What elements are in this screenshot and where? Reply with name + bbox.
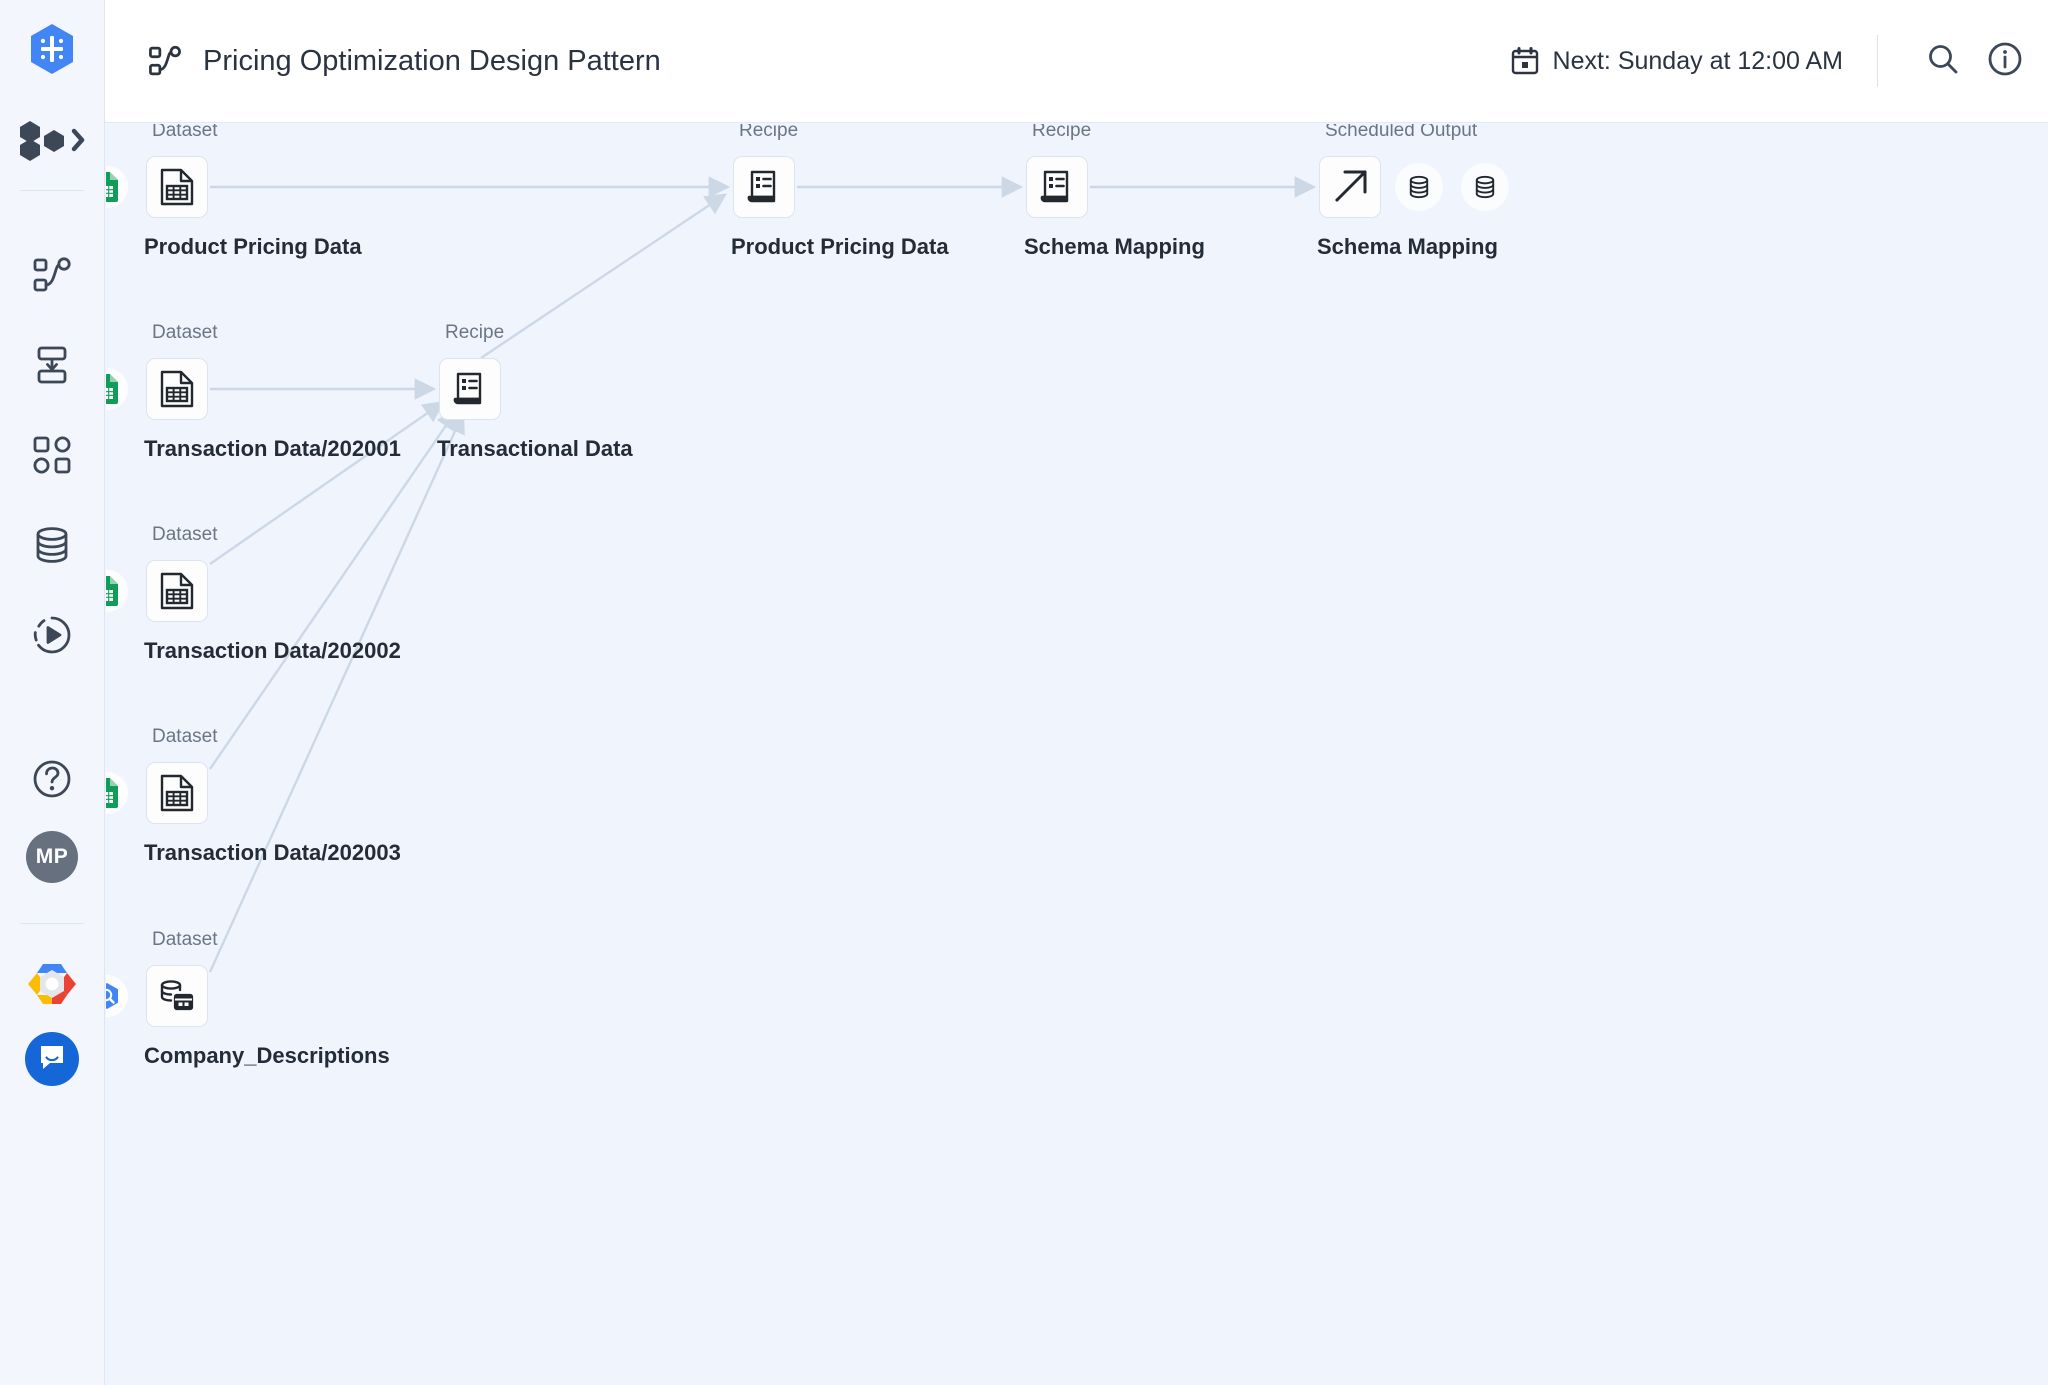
sidebar-item-pipeline-deploy[interactable] [26, 339, 78, 391]
google-sheets-icon [106, 772, 128, 814]
play-progress-icon [31, 614, 73, 656]
node-type-label: Dataset [152, 124, 218, 141]
node-type-label: Dataset [152, 929, 218, 950]
document-table-icon[interactable] [146, 762, 208, 824]
header-right-group: Next: Sunday at 12:00 AM [1510, 30, 2048, 92]
node-label: Transactional Data [437, 436, 633, 461]
document-table-icon[interactable] [146, 156, 208, 218]
rail-divider-top [20, 190, 84, 191]
deploy-stack-icon [31, 344, 73, 386]
pipeline-edges [208, 176, 1317, 973]
info-button[interactable] [1974, 30, 2036, 92]
google-sheets-icon [106, 570, 128, 612]
avatar-initials: MP [35, 845, 69, 868]
schedule-indicator[interactable]: Next: Sunday at 12:00 AM [1510, 46, 1843, 76]
support-chat-button[interactable] [25, 1032, 79, 1086]
node-transaction-data-202003-dataset[interactable]: Dataset Transactio [106, 726, 401, 865]
header-divider [1877, 35, 1878, 87]
node-label: Transaction Data/202003 [144, 840, 401, 865]
page-title: Pricing Optimization Design Pattern [203, 44, 661, 77]
google-sheets-icon [106, 368, 128, 410]
cloud-data-fusion-hexagon-logo-icon[interactable] [25, 22, 79, 76]
sidebar-item-help[interactable] [26, 753, 78, 805]
node-company-descriptions-dataset[interactable]: Dataset C [106, 929, 390, 1068]
header-left-group: Pricing Optimization Design Pattern [105, 43, 1510, 79]
pipeline-canvas[interactable]: Dataset Product Pr [106, 124, 2048, 1385]
rail-divider-bottom [20, 923, 84, 924]
recipe-list-icon[interactable] [1026, 156, 1088, 218]
document-table-icon[interactable] [146, 560, 208, 622]
calendar-icon [1510, 46, 1540, 76]
four-shapes-icon [31, 434, 73, 476]
search-icon [1925, 41, 1961, 82]
project-hexagons-icon[interactable] [16, 118, 88, 164]
node-label: Schema Mapping [1024, 234, 1205, 259]
google-sheets-icon [106, 166, 128, 208]
left-navigation-rail: MP [0, 0, 105, 1385]
node-label: Product Pricing Data [731, 234, 949, 259]
page-header: Pricing Optimization Design Pattern Next… [105, 0, 2048, 123]
sidebar-item-plugins[interactable] [26, 429, 78, 481]
document-table-icon[interactable] [146, 358, 208, 420]
node-transaction-data-202001-dataset[interactable]: Dataset Transactio [106, 322, 401, 461]
intercom-chat-icon [37, 1042, 67, 1077]
node-product-pricing-data-recipe[interactable]: Recipe Product Pricing Data [731, 124, 949, 259]
flow-graph-icon [147, 43, 183, 79]
google-cloud-hexagon-icon[interactable] [26, 958, 78, 1010]
recipe-list-icon[interactable] [439, 358, 501, 420]
node-type-label: Scheduled Output [1325, 124, 1478, 141]
sidebar-item-pipeline-studio[interactable] [26, 249, 78, 301]
schedule-text: Next: Sunday at 12:00 AM [1552, 46, 1843, 75]
database-cylinder-icon[interactable] [1461, 163, 1509, 211]
node-type-label: Dataset [152, 322, 218, 343]
node-product-pricing-data-dataset[interactable]: Dataset Product Pr [106, 124, 362, 259]
sidebar-item-datasets[interactable] [26, 519, 78, 571]
node-type-label: Recipe [739, 124, 799, 141]
node-label: Transaction Data/202002 [144, 638, 401, 663]
flow-graph-icon [31, 254, 73, 296]
info-circle-icon [1987, 41, 2023, 82]
node-label: Company_Descriptions [144, 1043, 390, 1068]
node-type-label: Recipe [445, 322, 505, 343]
database-cylinder-icon[interactable] [1395, 163, 1443, 211]
node-transaction-data-202002-dataset[interactable]: Dataset Transactio [106, 524, 401, 663]
node-schema-mapping-recipe[interactable]: Recipe Schema Mapping [1024, 124, 1205, 259]
bigquery-icon [106, 975, 128, 1017]
node-label: Product Pricing Data [144, 234, 362, 259]
recipe-list-icon[interactable] [733, 156, 795, 218]
node-label: Transaction Data/202001 [144, 436, 401, 461]
database-table-icon[interactable] [146, 965, 208, 1027]
node-type-label: Recipe [1032, 124, 1092, 141]
question-circle-icon [31, 758, 73, 800]
node-type-label: Dataset [152, 726, 218, 747]
sidebar-item-runs[interactable] [26, 609, 78, 661]
avatar[interactable]: MP [26, 831, 78, 883]
node-transactional-data-recipe[interactable]: Recipe Transactional Data [437, 322, 633, 461]
node-label: Schema Mapping [1317, 234, 1498, 259]
node-schema-mapping-scheduled-output[interactable]: Scheduled Output [1317, 124, 1509, 259]
database-cylinder-icon [31, 524, 73, 566]
arrow-out-square-icon[interactable] [1319, 156, 1381, 218]
search-button[interactable] [1912, 30, 1974, 92]
node-type-label: Dataset [152, 524, 218, 545]
